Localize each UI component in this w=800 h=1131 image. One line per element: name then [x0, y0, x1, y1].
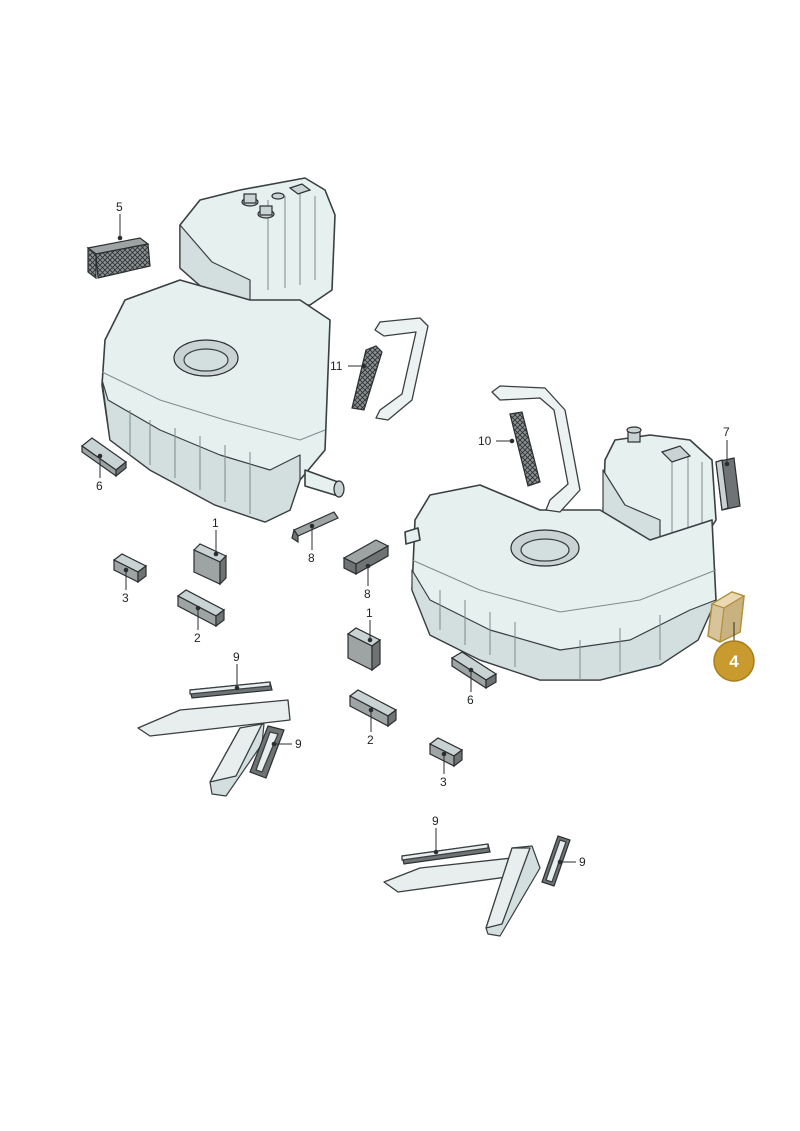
- callout-9-left-side: 9: [295, 737, 302, 751]
- mat-set-left: [137, 681, 291, 797]
- callout-10: 10: [478, 434, 492, 448]
- callout-9-bottom-top: 9: [432, 814, 439, 828]
- callout-9-left-top: 9: [233, 650, 240, 664]
- callout-2-left: 2: [194, 631, 201, 645]
- callout-9-bottom-side: 9: [579, 855, 586, 869]
- part-2-block-right: [348, 689, 398, 728]
- callout-6-right: 6: [467, 693, 474, 707]
- callout-2-right: 2: [367, 733, 374, 747]
- part-3-block-right: [428, 737, 464, 768]
- callout-5: 5: [116, 200, 123, 214]
- part-4-highlighted-pad[interactable]: [707, 591, 746, 644]
- callout-4-badge[interactable]: 4: [713, 640, 755, 682]
- callout-11: 11: [330, 359, 343, 373]
- tank-strap-left: [374, 317, 429, 421]
- callout-3-right: 3: [440, 775, 447, 789]
- part-2-block-left: [176, 589, 226, 628]
- callout-4: 4: [729, 652, 739, 671]
- part-5-grille-pad: [86, 237, 151, 280]
- part-6-pad-right: [450, 651, 498, 690]
- part-8-rail-left: [291, 511, 339, 544]
- tank-strap-right: [491, 385, 581, 513]
- part-1-block-left: [192, 543, 228, 586]
- callout-labels: 5 11 10 7 6 1 8 3 2 8 1 6 2 3 9 9 9 9: [96, 200, 730, 869]
- part-6-pad-left: [81, 437, 127, 478]
- part-1-block-right: [346, 627, 382, 672]
- callout-1-left: 1: [212, 516, 219, 530]
- part-10-grille-strip: [509, 411, 541, 487]
- fuel-tank-right: [404, 426, 717, 681]
- mat-set-bottom: [383, 835, 571, 937]
- callout-7: 7: [723, 425, 730, 439]
- callout-1-right: 1: [366, 606, 373, 620]
- leader-lines: [97, 214, 735, 865]
- part-8-rail-right: [342, 539, 390, 576]
- callout-8-right: 8: [364, 587, 371, 601]
- part-3-block-left: [112, 553, 148, 584]
- fuel-tank-left: [101, 177, 345, 523]
- callout-6-left: 6: [96, 479, 103, 493]
- callout-8-left: 8: [308, 551, 315, 565]
- callout-3-left: 3: [122, 591, 129, 605]
- part-11-grille-strip: [351, 345, 383, 411]
